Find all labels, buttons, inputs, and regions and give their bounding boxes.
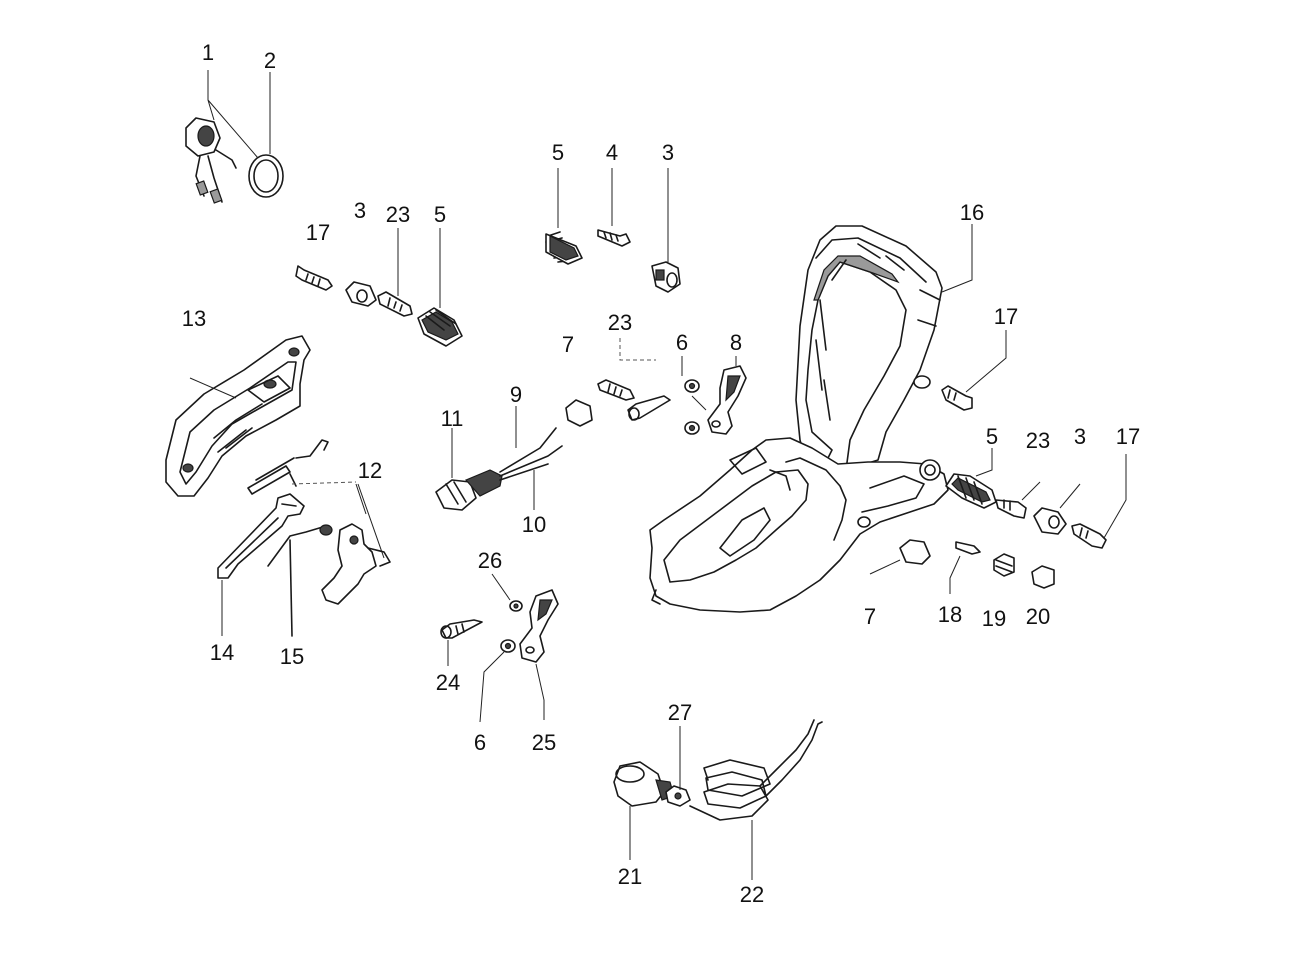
part-1-switch [185,117,237,204]
callout-2: 2 [264,48,276,73]
part-24-screw-lower [440,619,483,639]
callout-15: 15 [280,644,304,669]
callout-8: 8 [730,330,742,355]
callout-26: 26 [478,548,502,573]
part-2-o-ring [248,154,284,198]
callout-12: 12 [358,458,382,483]
callout-23: 23 [608,310,632,335]
part-17-bolt-right-top [941,385,973,411]
part-24-screw-mid [627,395,671,421]
part-3-nut-top [651,261,681,293]
callout-labels: 1 2 5 4 3 17 3 23 5 16 13 23 7 6 8 17 9 … [182,40,1140,907]
callout-16: 16 [960,200,984,225]
part-21-connector [613,761,675,807]
callout-17: 17 [994,304,1018,329]
callout-14: 14 [210,640,234,665]
part-5-spring-right [945,473,997,509]
callout-9: 9 [510,382,522,407]
part-9-cable [499,427,563,481]
callout-11: 11 [441,406,464,431]
part-17-bolt-left [295,265,333,291]
callout-22: 22 [740,882,764,907]
part-26-washer [509,600,523,612]
part-13-handle-cover [165,335,311,497]
callout-17: 17 [1116,424,1140,449]
part-3-nut-left [345,281,377,307]
callout-23: 23 [386,202,410,227]
callout-23: 23 [1026,428,1050,453]
callout-3: 3 [354,198,366,223]
part-14-trigger [217,493,305,579]
part-22-coil-cable [689,719,823,821]
callout-3: 3 [1074,424,1086,449]
part-27-clamp [665,785,691,807]
part-23-screw-mid [597,379,635,401]
callout-5: 5 [986,424,998,449]
callout-1: 1 [202,40,214,65]
part-7-cap-right [899,539,931,565]
part-25-bracket [519,589,559,663]
part-16-rear-handle [649,225,949,613]
callout-17: 17 [306,220,330,245]
callout-3: 3 [662,140,674,165]
callout-10: 10 [522,512,546,537]
callout-21: 21 [618,864,642,889]
part-3-nut-right [1033,507,1067,535]
callout-19: 19 [982,606,1006,631]
part-5-spring-top [545,231,583,265]
part-6-washer-lower [684,421,700,435]
callout-18: 18 [938,602,962,627]
callout-5: 5 [552,140,564,165]
part-6-washer-top [684,379,700,393]
callout-27: 27 [668,700,692,725]
callout-24: 24 [436,670,460,695]
part-18-pin [955,541,981,555]
part-11-plug [435,469,503,511]
callout-13: 13 [182,306,206,331]
part-23-screw-right [995,499,1027,519]
callout-7: 7 [562,332,574,357]
part-4-screw-top [597,229,631,247]
callout-5: 5 [434,202,446,227]
callout-6: 6 [676,330,688,355]
part-19-spring-small [993,553,1015,577]
callout-20: 20 [1026,604,1050,629]
part-5-spring-left [417,307,463,347]
callout-4: 4 [606,140,618,165]
part-15-lever [267,523,391,637]
callout-6: 6 [474,730,486,755]
part-12-spring-clip [247,439,329,495]
callout-25: 25 [532,730,556,755]
part-8-bracket [707,365,747,435]
part-6-washer-bottom [500,639,516,653]
part-7-cap-left [565,399,593,427]
callout-7: 7 [864,604,876,629]
part-17-bolt-right [1071,523,1107,549]
part-23-screw-left [377,291,413,317]
part-20-plunger [1031,565,1055,589]
